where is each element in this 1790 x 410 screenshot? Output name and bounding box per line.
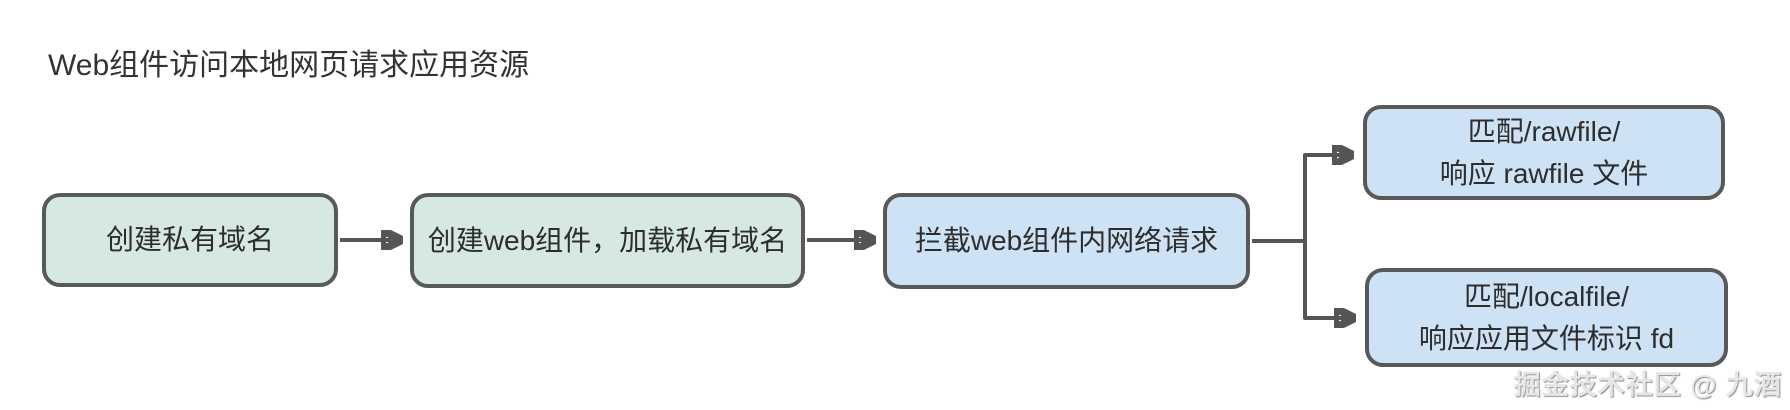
node-label-line2: 响应 rawfile 文件 [1439, 157, 1649, 189]
node-match-localfile: 匹配/localfile/ 响应应用文件标识 fd [1365, 268, 1728, 367]
diagram-title: Web组件访问本地网页请求应用资源 [48, 49, 530, 82]
node-create-web-component: 创建web组件，加载私有域名 [410, 193, 805, 288]
node-label-line1: 匹配/rawfile/ [1467, 115, 1621, 147]
watermark: 掘金技术社区 @ 九酒 [1513, 370, 1782, 400]
node-match-rawfile: 匹配/rawfile/ 响应 rawfile 文件 [1363, 105, 1725, 200]
node-label: 创建web组件，加载私有域名 [427, 224, 788, 256]
node-label: 创建私有域名 [105, 224, 274, 255]
node-label-line1: 匹配/localfile/ [1464, 280, 1629, 312]
node-create-private-domain: 创建私有域名 [42, 193, 338, 287]
node-label-line2: 响应应用文件标识 fd [1418, 322, 1675, 354]
node-intercept-web-requests: 拦截web组件内网络请求 [883, 193, 1250, 289]
arrow-intercept-to-localfile [1303, 241, 1353, 318]
node-label: 拦截web组件内网络请求 [914, 225, 1219, 256]
arrow-intercept-to-rawfile [1303, 155, 1351, 241]
